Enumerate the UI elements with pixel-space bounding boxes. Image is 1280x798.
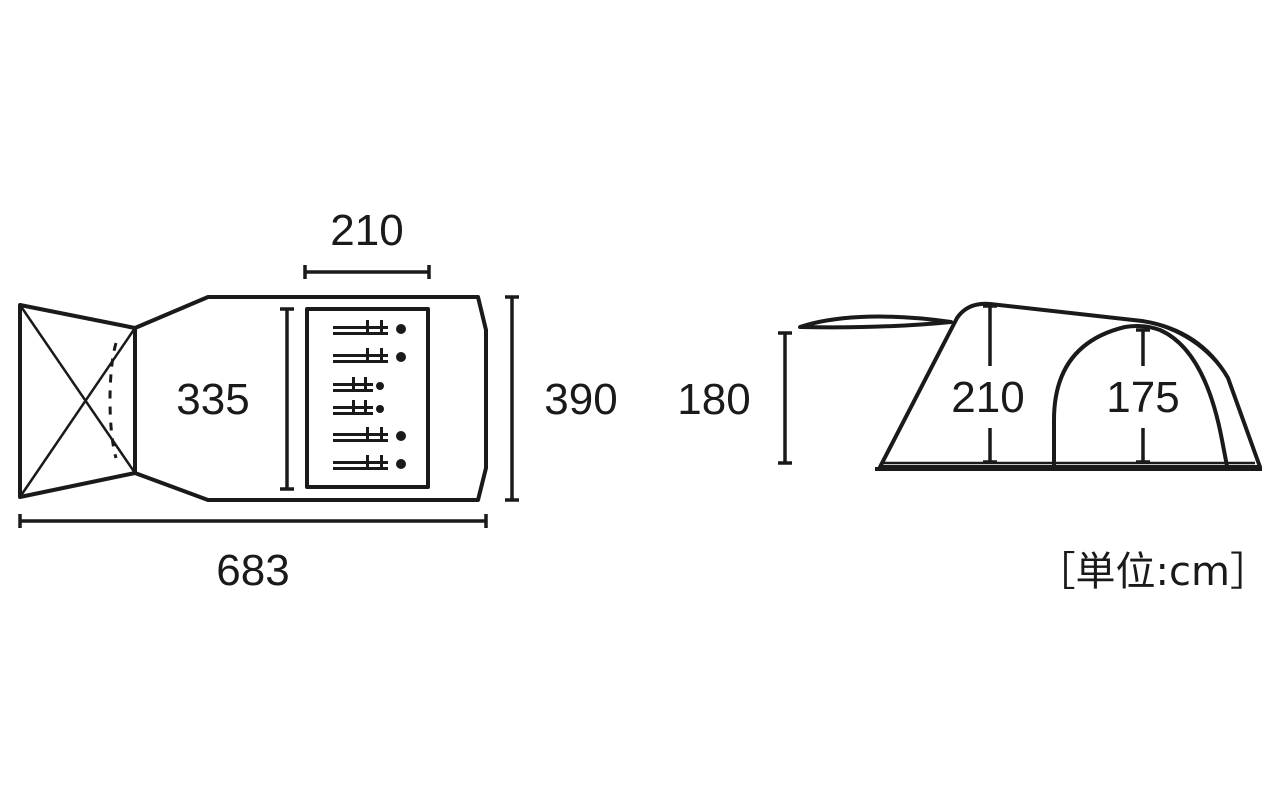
dimension-inner-height: 175 xyxy=(1106,328,1180,464)
overall-width-label: 683 xyxy=(216,546,289,595)
inner-width-label: 210 xyxy=(330,206,403,255)
dimension-overall-width: 683 xyxy=(18,514,488,595)
person-icon xyxy=(333,348,406,363)
inner-height-label: 175 xyxy=(1106,373,1179,422)
plan-vestibule-outline xyxy=(18,303,137,499)
plan-inner-tent-outline xyxy=(305,307,430,489)
dimension-canopy-height: 180 xyxy=(677,331,792,465)
side-canopy-outline xyxy=(798,314,953,330)
person-icon xyxy=(333,455,406,470)
person-icon-small xyxy=(333,377,384,392)
plan-main-body-outline xyxy=(133,295,488,502)
plan-vestibule-cross-a xyxy=(18,304,137,474)
side-inner-arch-outline xyxy=(1052,324,1229,467)
unit-label: ［単位:cm］ xyxy=(1036,549,1270,595)
dimension-max-height: 210 xyxy=(951,304,1025,464)
dimension-inner-width: 210 xyxy=(303,206,431,279)
plan-vestibule-door-dashed xyxy=(108,342,118,459)
side-tent-body-outline xyxy=(878,301,1262,469)
max-height-label: 210 xyxy=(951,373,1024,422)
overall-depth-label: 390 xyxy=(544,375,617,424)
person-icon xyxy=(333,320,406,335)
dimension-overall-depth: 390 xyxy=(505,295,618,502)
person-icon-small xyxy=(333,400,384,415)
person-icon xyxy=(333,427,406,442)
dimension-front-depth: 335 xyxy=(176,307,294,491)
side-view: 180 210 175 xyxy=(677,301,1262,471)
front-depth-label: 335 xyxy=(176,375,249,424)
plan-vestibule-cross-b xyxy=(18,327,137,498)
canopy-height-label: 180 xyxy=(677,375,750,424)
sleeping-people-icons xyxy=(333,320,406,470)
plan-view: 210 335 390 683 xyxy=(18,206,618,595)
side-outer-pole xyxy=(1141,319,1230,379)
